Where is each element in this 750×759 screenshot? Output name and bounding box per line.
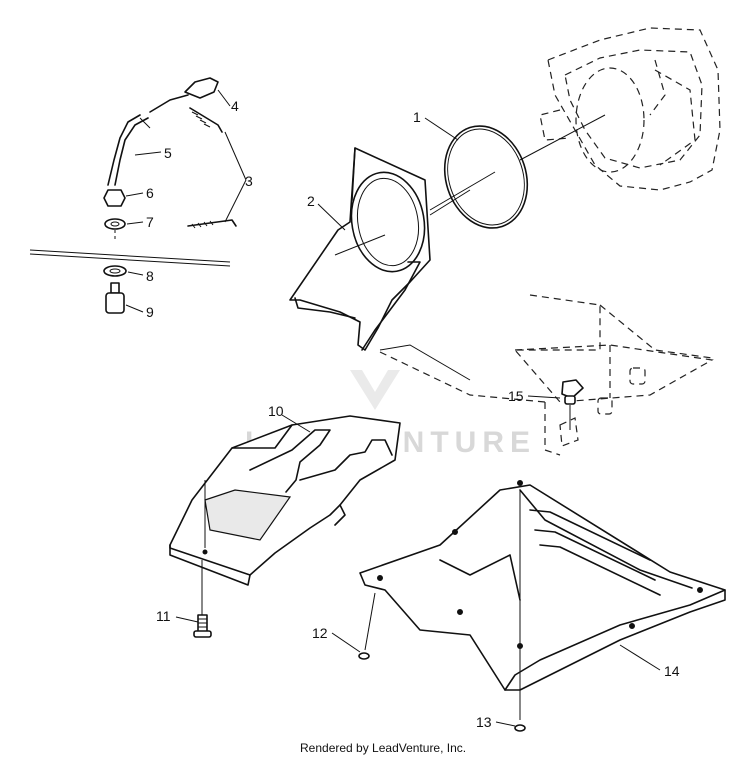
frame-outline [513,294,714,456]
callout-14: 14 [664,663,680,679]
engine-outline [519,27,721,191]
fastener-13 [514,490,526,732]
callout-2: 2 [307,193,315,209]
callout-11: 11 [156,608,171,624]
bolt-pair [187,107,237,229]
callout-3: 3 [245,173,253,189]
drain-fitting-stack [29,77,231,314]
callout-6: 6 [146,185,154,201]
callout-9: 9 [146,304,154,320]
callout-4: 4 [231,98,239,114]
watermark-logo [350,370,400,410]
callout-8: 8 [146,268,154,284]
credit-text: Rendered by LeadVenture, Inc. [300,741,466,755]
callout-1: 1 [413,109,421,125]
callout-10: 10 [268,403,284,419]
callout-5: 5 [164,145,172,161]
front-skid-plate [169,415,401,586]
belt-shroud [289,147,546,403]
callout-7: 7 [146,214,154,230]
callout-13: 13 [476,714,492,730]
callout-15: 15 [508,388,524,404]
leader-lines [125,89,661,727]
callout-12: 12 [312,625,328,641]
main-skid-plate [359,480,726,691]
grommet [561,379,584,430]
fastener-12 [358,592,376,660]
callout-labels: 1 2 3 4 5 6 7 8 9 10 11 12 13 14 15 [146,98,680,730]
fastener-11 [193,480,212,638]
o-ring [424,117,529,229]
